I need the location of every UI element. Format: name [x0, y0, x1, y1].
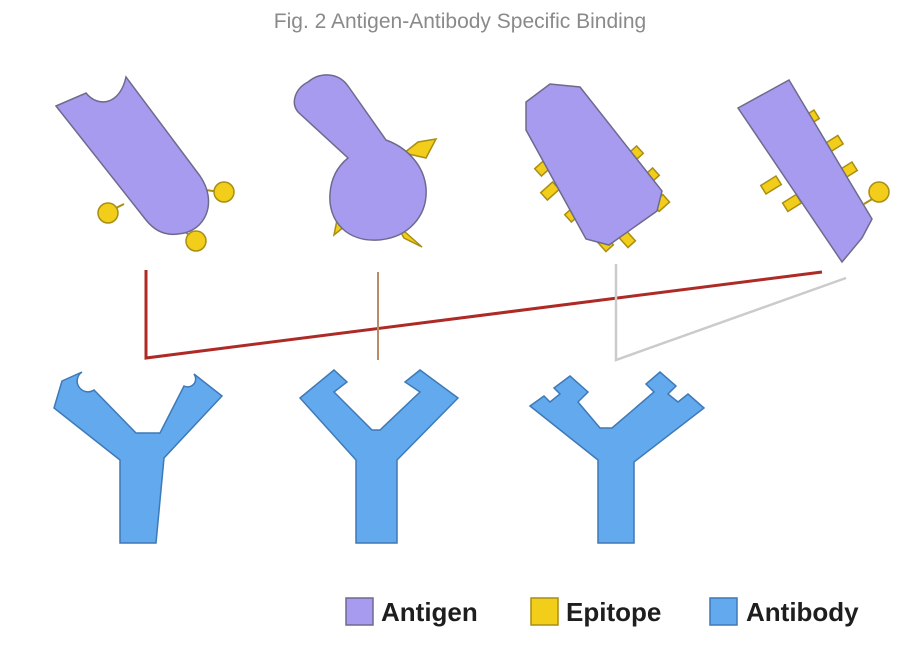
epitope-knob [97, 202, 125, 224]
antibody-2 [298, 369, 460, 544]
legend: Antigen Epitope Antibody [345, 597, 859, 627]
antigen-body [293, 74, 427, 241]
binding-link-antigen3-antigen4 [614, 264, 847, 362]
antigen-1 [54, 75, 235, 252]
epitope-tab [759, 174, 783, 196]
legend-item-antigen: Antigen [345, 597, 478, 627]
legend-item-epitope: Epitope [530, 597, 661, 627]
antigen-3 [525, 83, 671, 253]
legend-item-antibody: Antibody [709, 597, 859, 627]
antigen-4 [736, 78, 890, 264]
epitope-knob [205, 181, 235, 203]
legend-swatch-epitope [530, 597, 559, 626]
epitope-knob [863, 181, 890, 205]
antigen-body [525, 83, 663, 246]
antibody-1 [53, 371, 224, 544]
epitope-spike [402, 138, 438, 159]
antibody-3 [528, 371, 706, 544]
binding-link-antigen1-antigen4 [144, 270, 823, 360]
legend-label-epitope: Epitope [566, 597, 661, 627]
antigen-body [54, 75, 210, 236]
antigen-2 [293, 74, 438, 248]
legend-label-antibody: Antibody [746, 597, 859, 627]
legend-label-antigen: Antigen [381, 597, 478, 627]
figure-title: Fig. 2 Antigen-Antibody Specific Binding [273, 10, 647, 33]
antigen-body [736, 78, 873, 264]
legend-swatch-antibody [709, 597, 738, 626]
legend-swatch-antigen [345, 597, 374, 626]
